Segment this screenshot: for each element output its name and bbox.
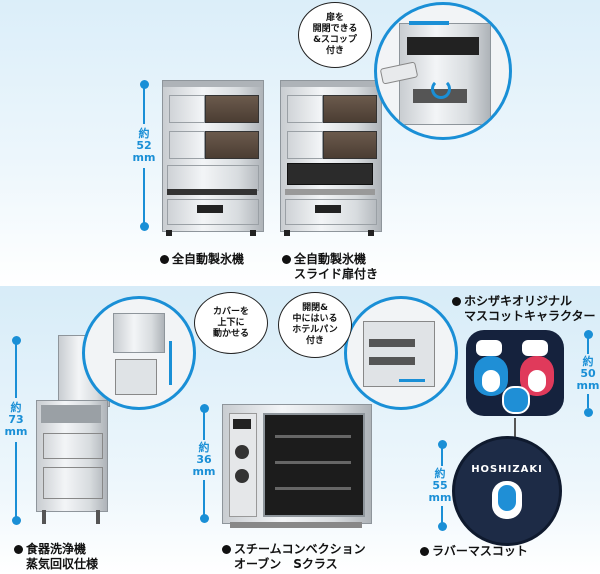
dim-bottom-marker [438,522,447,531]
dim-top-marker [584,330,593,339]
badge-text: HOSHIZAKI [471,463,543,475]
ice-maker-feature-bubble: 扉を 開閉できる &スコップ 付き [298,2,372,68]
rubber-dimension: 約 55 mm [428,467,452,504]
dim-top-marker [140,80,149,89]
dishwasher-dimension: 約 73 mm [4,401,28,438]
ice-maker-illustration [162,80,264,232]
oven-feature-bubble: 開閉& 中にはいる ホテルパン 付き [278,292,352,358]
dishwasher-body-illustration [36,400,108,512]
dim-bottom-marker [12,516,21,525]
dishwasher-feature-bubble: カバーを 上下に 動かせる [194,292,268,354]
ice-maker-slide-illustration [280,80,382,232]
dim-line [143,86,145,124]
ice-maker-caption: 全自動製氷機 [160,252,244,267]
chain [514,418,516,438]
dim-line [441,446,443,466]
dim-bottom-marker [200,514,209,523]
dim-top-marker [200,404,209,413]
oven-caption: スチームコンベクション オーブン Sクラス [222,542,366,572]
dim-top-marker [12,336,21,345]
dishwasher-caption: 食器洗浄機 蒸気回収仕様 [14,542,98,572]
dim-line [15,442,17,518]
oven-dimension: 約 36 mm [192,441,216,478]
oven-illustration [222,404,372,524]
dim-line [203,410,205,440]
dim-line [587,336,589,354]
mascot-dimension: 約 50 mm [576,355,600,392]
dim-bottom-marker [140,222,149,231]
rubber-caption: ラバーマスコット [420,544,528,559]
dim-line [15,342,17,398]
ice-maker-detail-inset [374,2,512,140]
ice-maker-dimension: 約 52 mm [132,127,156,164]
mascot-caption: ホシザキオリジナル マスコットキャラクター [452,294,596,324]
mascot-illustration [466,330,564,416]
dim-top-marker [438,440,447,449]
oven-detail-inset [344,296,458,410]
dim-bottom-marker [584,408,593,417]
dim-line [587,394,589,408]
dim-line [441,506,443,524]
ice-maker-slide-caption: 全自動製氷機 スライド扉付き [282,252,378,282]
dim-line [143,168,145,224]
rubber-mascot-badge: HOSHIZAKI [452,436,562,546]
dim-line [203,480,205,516]
dishwasher-detail-inset [82,296,196,410]
